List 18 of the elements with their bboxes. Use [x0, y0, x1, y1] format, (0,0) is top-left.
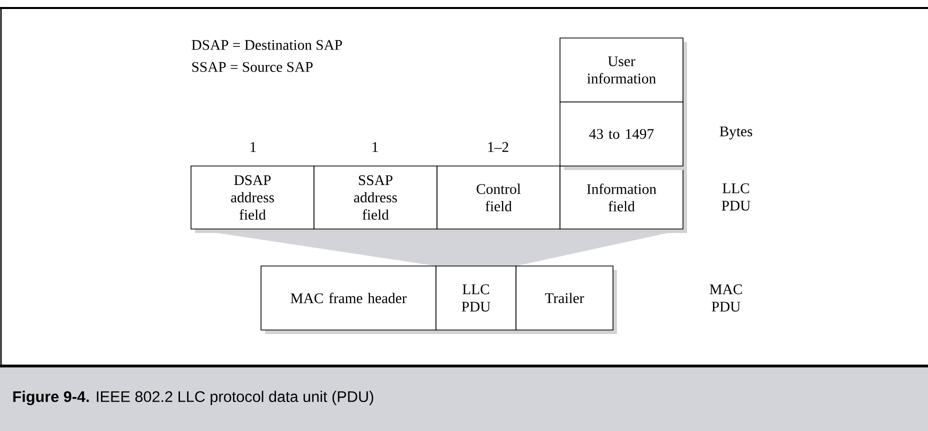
byte-count: 1 [250, 142, 256, 152]
field-box: User information [560, 38, 687, 106]
field-box: 43 to 1497 [560, 102, 687, 170]
field-box: DSAP address field [190, 166, 318, 233]
field-box: LLC PDU [436, 266, 520, 334]
field-box: Control field [436, 166, 564, 233]
layer-label: MAC PDU [710, 284, 742, 312]
layer-label: LLC PDU [722, 183, 750, 211]
legend-note: SSAP = Source SAP [192, 62, 313, 72]
field-box: SSAP address field [314, 166, 441, 233]
byte-count: 1–2 [488, 142, 508, 152]
field-box: MAC frame header [260, 266, 440, 334]
field-box: Trailer [516, 266, 617, 334]
byte-count: 1 [372, 142, 378, 152]
unit-label: Bytes [720, 126, 752, 140]
figure-caption: Figure 9-4. IEEE 802.2 LLC protocol data unit (PDU) [13, 390, 374, 406]
field-box: Information field [560, 166, 687, 233]
legend-note: DSAP = Destination SAP [192, 40, 342, 50]
